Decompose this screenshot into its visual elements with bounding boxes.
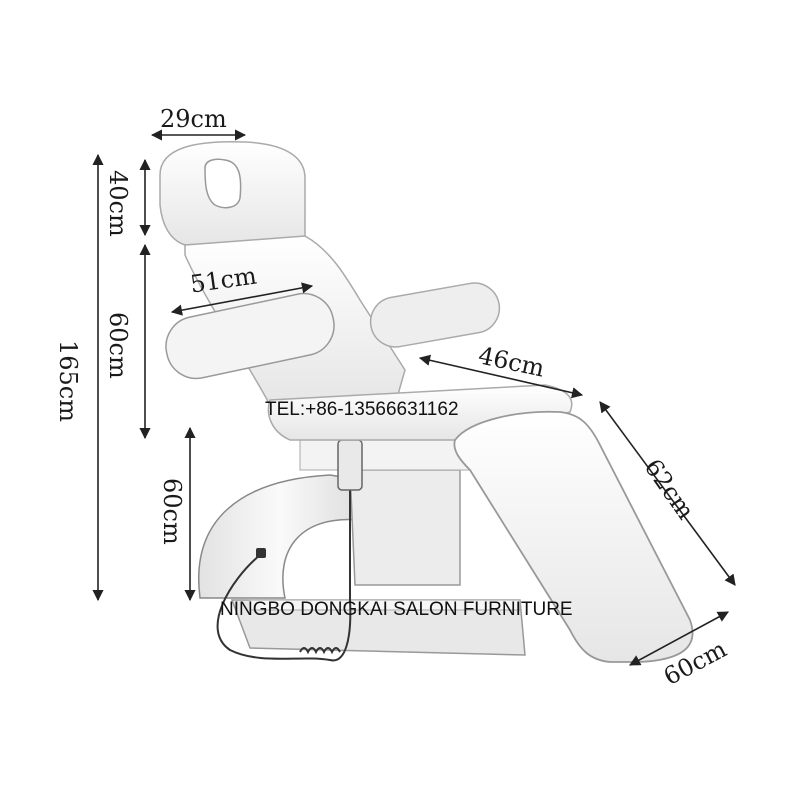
company-overlay: NINGBO DONGKAI SALON FURNITURE (220, 599, 573, 620)
phone-overlay: TEL:+86-13566631162 (265, 399, 459, 420)
dimension-headrest-width: 29cm (160, 105, 227, 133)
hand-remote (216, 439, 363, 662)
headrest (159, 140, 306, 246)
dimension-base-height: 60cm (158, 478, 186, 545)
dimension-lines (92, 129, 736, 666)
face-hole (204, 158, 242, 209)
dimension-headrest-length: 40cm (104, 170, 132, 237)
dimension-total-length: 165cm (54, 340, 82, 423)
dimension-backrest-length: 60cm (104, 312, 132, 379)
armrest-right (369, 282, 501, 348)
